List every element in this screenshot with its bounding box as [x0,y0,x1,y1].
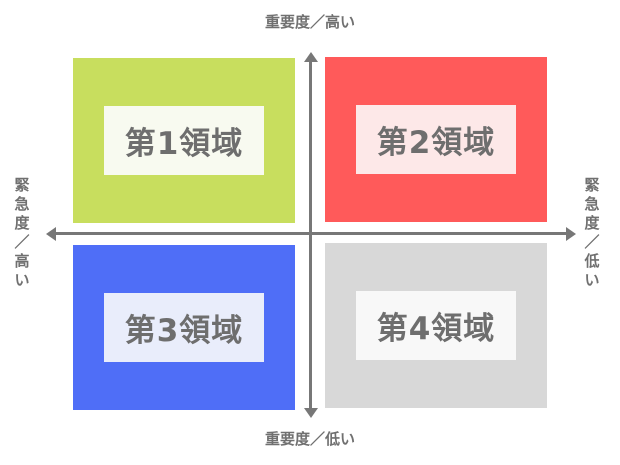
axis-label-importance-low: 重要度／低い [264,430,355,448]
quadrant-3: 第3領域 [73,245,295,410]
char: 度 [14,214,30,232]
char: 高 [14,252,30,270]
quadrant-2: 第2領域 [325,57,547,222]
char: 度 [584,214,600,232]
arrow-left-icon [46,227,56,241]
quadrant-1: 第1領域 [73,58,295,223]
arrow-up-icon [304,52,318,62]
quadrant-1-label: 第1領域 [104,106,264,175]
arrow-down-icon [304,408,318,418]
axis-label-urgency-low: 緊 急 度 ／ 低 い [582,176,602,290]
arrow-right-icon [566,227,576,241]
quadrant-4: 第4領域 [325,243,547,408]
char: ／ [14,233,30,251]
char: い [584,271,600,289]
axis-label-importance-high: 重要度／高い [264,13,355,31]
char: い [14,271,30,289]
char: 緊 [14,176,30,194]
vertical-axis [309,60,312,410]
quadrant-2-label: 第2領域 [356,105,516,174]
char: 急 [14,195,30,213]
char: ／ [584,233,600,251]
char: 急 [584,195,600,213]
axis-label-urgency-high: 緊 急 度 ／ 高 い [12,176,32,290]
quadrant-4-label: 第4領域 [356,291,516,360]
quadrant-3-label: 第3領域 [104,293,264,362]
char: 低 [584,252,600,270]
char: 緊 [584,176,600,194]
